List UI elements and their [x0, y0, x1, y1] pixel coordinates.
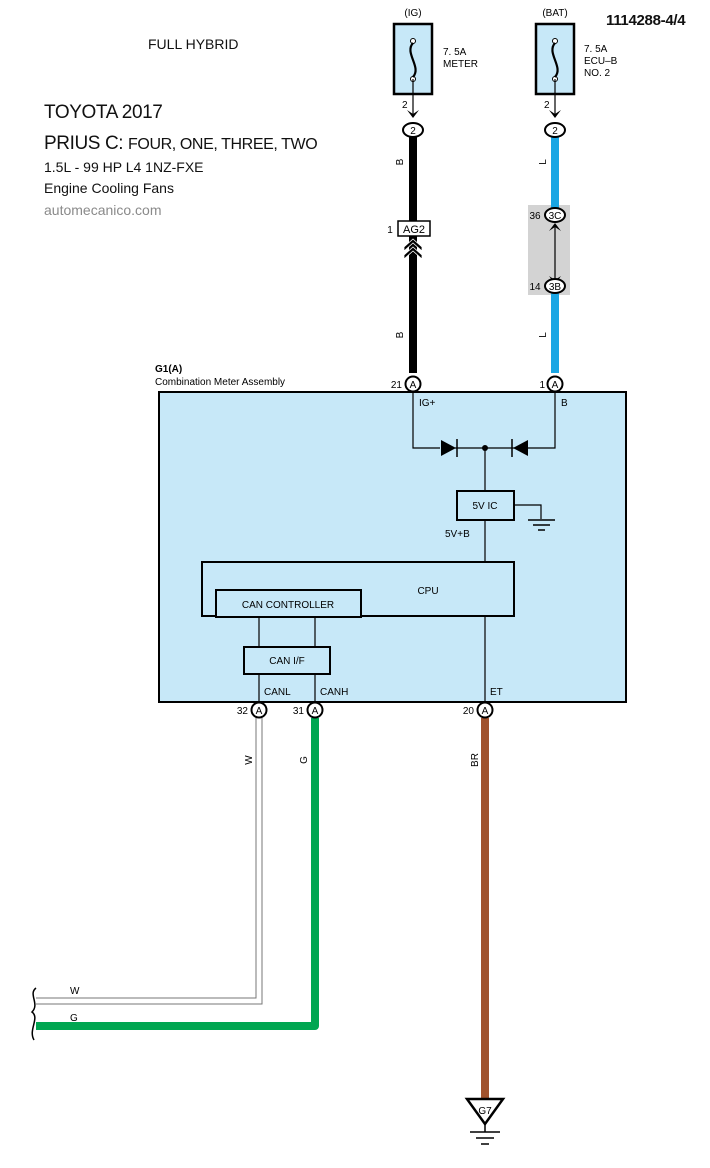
- ground-icon: [470, 1131, 500, 1145]
- svg-text:CPU: CPU: [417, 586, 438, 597]
- wire-color-label: B: [395, 331, 406, 338]
- wire-color-label: B: [395, 158, 406, 165]
- svg-text:A: A: [256, 706, 263, 717]
- wire-color-label: BR: [470, 753, 481, 767]
- svg-text:20: 20: [463, 706, 475, 717]
- model-name: PRIUS C:: [44, 133, 124, 154]
- svg-text:2: 2: [552, 126, 558, 137]
- pin-label-canh: CANH: [320, 687, 348, 698]
- fuse-pin: 2: [544, 100, 550, 111]
- terminal-arrow-icon: [407, 110, 419, 118]
- pin-1[interactable]: [546, 375, 564, 393]
- svg-text:3B: 3B: [549, 282, 562, 293]
- svg-text:CAN CONTROLLER: CAN CONTROLLER: [242, 600, 334, 611]
- terminal-arrow-icon: [549, 110, 561, 118]
- pin-label-et: ET: [490, 687, 503, 698]
- pin-21[interactable]: [404, 375, 422, 393]
- connector-2-ig[interactable]: [402, 122, 424, 138]
- svg-text:A: A: [552, 380, 559, 391]
- can-controller-block: [215, 589, 362, 618]
- variant-label: FULL HYBRID: [148, 36, 239, 52]
- connector-2-bat[interactable]: [544, 122, 566, 138]
- fuse-pin: 2: [402, 100, 408, 111]
- svg-text:21: 21: [391, 380, 403, 391]
- wire-ig-black[interactable]: [409, 137, 417, 373]
- connector-3c[interactable]: [544, 207, 566, 223]
- ground-label: G7: [478, 1106, 492, 1117]
- wire-canl-white[interactable]: [36, 718, 262, 1004]
- wire-color-label: G: [299, 756, 310, 764]
- fuse-element-icon: [551, 42, 559, 78]
- pin-label-canl: CANL: [264, 687, 291, 698]
- svg-text:2: 2: [410, 126, 416, 137]
- component-id: G1(A): [155, 364, 182, 375]
- pin-20[interactable]: [476, 701, 494, 719]
- fuse-name: METER: [443, 59, 478, 70]
- fuse-rating: 7. 5A: [584, 44, 608, 55]
- wire-color-label: L: [538, 159, 549, 165]
- svg-text:CAN I/F: CAN I/F: [269, 656, 305, 667]
- wire-break-icon: [30, 987, 37, 1041]
- wire-color-label: W: [244, 755, 255, 765]
- svg-text:1: 1: [539, 380, 545, 391]
- can-if-block: [243, 646, 331, 675]
- wire-color-label: L: [538, 332, 549, 338]
- ground-point-g7[interactable]: G7: [464, 1097, 506, 1145]
- fuse-element-icon: [409, 42, 417, 78]
- title-make-year: TOYOTA 2017: [44, 102, 163, 123]
- pin-label-b: B: [561, 398, 568, 409]
- fuse-source-bat: (BAT): [542, 8, 567, 19]
- svg-text:A: A: [482, 706, 489, 717]
- diode-icon: [513, 440, 528, 456]
- svg-text:AG2: AG2: [403, 224, 425, 236]
- terminal-arrow-icon: [549, 223, 561, 231]
- ic-output-label: 5V+B: [445, 529, 470, 540]
- title-model: PRIUS C: FOUR, ONE, THREE, TWO: [44, 133, 318, 155]
- component-name: Combination Meter Assembly: [155, 377, 285, 388]
- connector-ag2-pin: 1: [387, 225, 393, 236]
- chevron-up-icon: [403, 246, 423, 260]
- fuse-rating: 7. 5A: [443, 47, 467, 58]
- diode-icon: [441, 440, 456, 456]
- pin-label-ig: IG+: [419, 398, 436, 409]
- title-system: Engine Cooling Fans: [44, 180, 174, 196]
- connector-3b[interactable]: [544, 278, 566, 294]
- svg-text:A: A: [410, 380, 417, 391]
- fuse-ecu-b-no2[interactable]: (BAT) 7. 5A ECU–B NO. 2: [534, 8, 618, 96]
- model-trims: FOUR, ONE, THREE, TWO: [128, 136, 318, 153]
- combination-meter-assembly[interactable]: [158, 391, 627, 703]
- svg-text:A: A: [312, 706, 319, 717]
- pin-31[interactable]: [306, 701, 324, 719]
- ic-5v-block: [456, 490, 515, 521]
- fuse-source-ig: (IG): [404, 8, 421, 19]
- chevron-up-icon: [403, 238, 423, 252]
- ground-icon: [528, 519, 555, 531]
- connector-ag2[interactable]: [397, 220, 431, 237]
- svg-text:3C: 3C: [549, 211, 562, 222]
- wire-et-brown[interactable]: [481, 718, 489, 1101]
- connector-3b-pin: 14: [529, 282, 541, 293]
- bus-label-w: W: [70, 986, 80, 997]
- wire-canh-green[interactable]: [36, 718, 319, 1030]
- document-id: 1114288-4/4: [606, 12, 686, 29]
- fuse-name: ECU–B: [584, 56, 618, 67]
- svg-text:31: 31: [293, 706, 305, 717]
- svg-text:5V IC: 5V IC: [472, 501, 497, 512]
- site-watermark: automecanico.com: [44, 202, 162, 218]
- connector-3c-pin: 36: [529, 211, 541, 222]
- pin-32[interactable]: [250, 701, 268, 719]
- fuse-name-line2: NO. 2: [584, 68, 611, 79]
- fuse-meter[interactable]: (IG) 7. 5A METER: [392, 8, 478, 96]
- svg-text:32: 32: [237, 706, 249, 717]
- title-engine: 1.5L - 99 HP L4 1NZ-FXE: [44, 159, 204, 175]
- bus-label-g: G: [70, 1013, 78, 1024]
